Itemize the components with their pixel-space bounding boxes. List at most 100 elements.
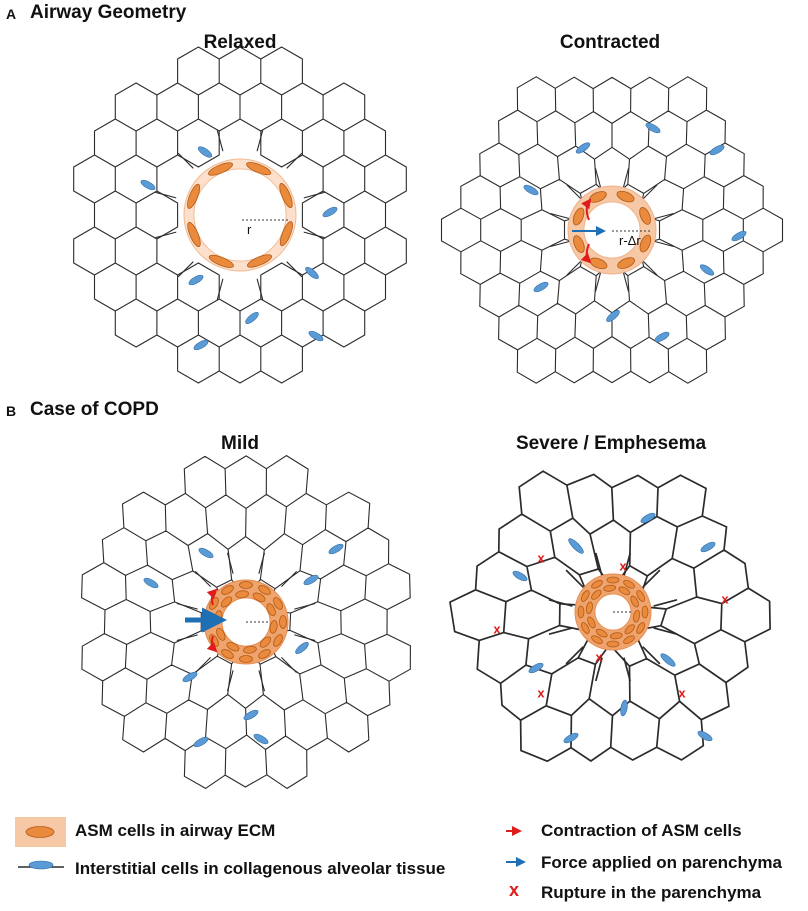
- asm-cell: [603, 584, 617, 592]
- asm-cell: [606, 640, 620, 648]
- section-b-title: Case of COPD: [30, 399, 159, 420]
- asm-cell: [279, 183, 293, 208]
- interstitial-cell: [523, 184, 539, 196]
- asm-cell: [573, 235, 585, 253]
- asm-cell: [624, 624, 635, 635]
- asm-cell: [220, 596, 233, 608]
- interstitial-cell: [575, 142, 591, 154]
- asm-cell: [252, 592, 266, 603]
- asm-cell: [639, 207, 651, 225]
- asm-cell: [639, 234, 652, 253]
- interstitial-cells: [143, 543, 344, 748]
- contraction-arrows: [206, 588, 218, 653]
- asm-cell: [580, 622, 590, 634]
- interstitial-cells: [140, 146, 338, 351]
- asm-cell: [641, 605, 649, 619]
- asm-cell: [636, 622, 646, 634]
- relaxed-radius-label: r: [247, 222, 252, 237]
- parenchyma-tethers: [176, 552, 316, 692]
- interstitial-cell: [193, 736, 209, 748]
- asm-cell: [591, 635, 603, 645]
- contraction-arrow: [206, 588, 218, 606]
- asm-cell: [617, 257, 635, 269]
- panel-contracted-title: Contracted: [559, 32, 661, 53]
- asm-cell: [239, 581, 253, 589]
- section-b-letter: B: [6, 403, 17, 419]
- contraction-arrow: [580, 243, 592, 264]
- interstitial-cell: [528, 662, 544, 674]
- interstitial-cells: [512, 512, 716, 744]
- interstitial-cell: [512, 570, 528, 582]
- asm-cell: [591, 579, 603, 589]
- panel-mild-title: Mild: [221, 433, 259, 454]
- legend-interstitial-label: Interstitial cells in collagenous alveol…: [75, 859, 446, 878]
- interstitial-cell: [295, 642, 309, 654]
- interstitial-cell: [193, 339, 209, 351]
- legend-symbols: [15, 817, 526, 870]
- asm-cell: [273, 634, 283, 647]
- interstitial-cell: [697, 730, 713, 742]
- asm-cell: [577, 605, 585, 619]
- interstitial-cells: [523, 122, 747, 343]
- asm-cell: [259, 636, 272, 648]
- interstitial-cell: [305, 267, 319, 279]
- rupture-mark: x: [537, 685, 545, 701]
- interstitial-cell: [188, 274, 204, 286]
- interstitial-cell: [731, 230, 747, 242]
- rupture-mark: x: [493, 621, 501, 637]
- asm-cell: [221, 585, 234, 595]
- rupture-mark: x: [721, 591, 729, 607]
- asm-cell: [633, 609, 641, 623]
- interstitial-cell: [308, 330, 324, 342]
- legend-rupture-mark: x: [509, 880, 520, 900]
- parenchyma-tethers: [155, 130, 325, 300]
- asm-cell: [587, 616, 596, 629]
- asm-cell: [235, 590, 249, 599]
- interstitial-cell: [620, 699, 628, 717]
- interstitial-cell: [253, 733, 269, 745]
- interstitial-cell: [568, 538, 584, 554]
- asm-cell: [623, 635, 635, 645]
- asm-cell: [606, 576, 620, 584]
- interstitial-cell: [563, 732, 579, 744]
- asm-cell: [618, 586, 631, 596]
- interstitial-cell: [700, 541, 716, 553]
- contraction-arrow: [206, 635, 218, 653]
- asm-cell: [636, 590, 646, 602]
- asm-cell: [609, 632, 623, 640]
- asm-cell: [187, 183, 201, 209]
- parenchyma-tethers: [550, 168, 674, 292]
- interstitial-cell: [533, 281, 549, 293]
- interstitial-cell: [143, 577, 159, 589]
- asm-cells: [572, 190, 652, 270]
- legend-contraction-label: Contraction of ASM cells: [541, 821, 742, 840]
- asm-cell: [585, 601, 593, 615]
- interstitial-cell: [709, 144, 725, 156]
- asm-cell: [246, 162, 272, 176]
- asm-cell: [595, 628, 608, 638]
- interstitial-cell: [640, 512, 656, 524]
- interstitial-cell: [699, 264, 715, 276]
- interstitial-cell: [198, 547, 214, 559]
- interstitial-cell: [243, 709, 259, 721]
- interstitial-cell: [606, 310, 620, 322]
- panel-relaxed-title: Relaxed: [203, 32, 277, 53]
- asm-cell: [279, 615, 287, 629]
- asm-cells: [577, 576, 649, 648]
- interstitial-cell: [182, 671, 198, 683]
- legend-asm-cell: [25, 826, 55, 838]
- contraction-arrows: [580, 198, 592, 264]
- interstitial-cell: [303, 574, 319, 586]
- interstitial-cell: [140, 179, 156, 191]
- legend-force-label: Force applied on parenchyma: [541, 853, 782, 872]
- asm-cell: [616, 190, 635, 203]
- asm-cell: [187, 222, 201, 247]
- section-a-title: Airway Geometry: [30, 2, 187, 23]
- alveolar-mesh: [73, 46, 407, 384]
- interstitial-cell: [645, 122, 661, 134]
- airway-ecm-ring: [183, 158, 297, 272]
- asm-cell: [247, 254, 272, 268]
- rupture-mark: x: [619, 558, 627, 574]
- asm-cells: [585, 584, 641, 640]
